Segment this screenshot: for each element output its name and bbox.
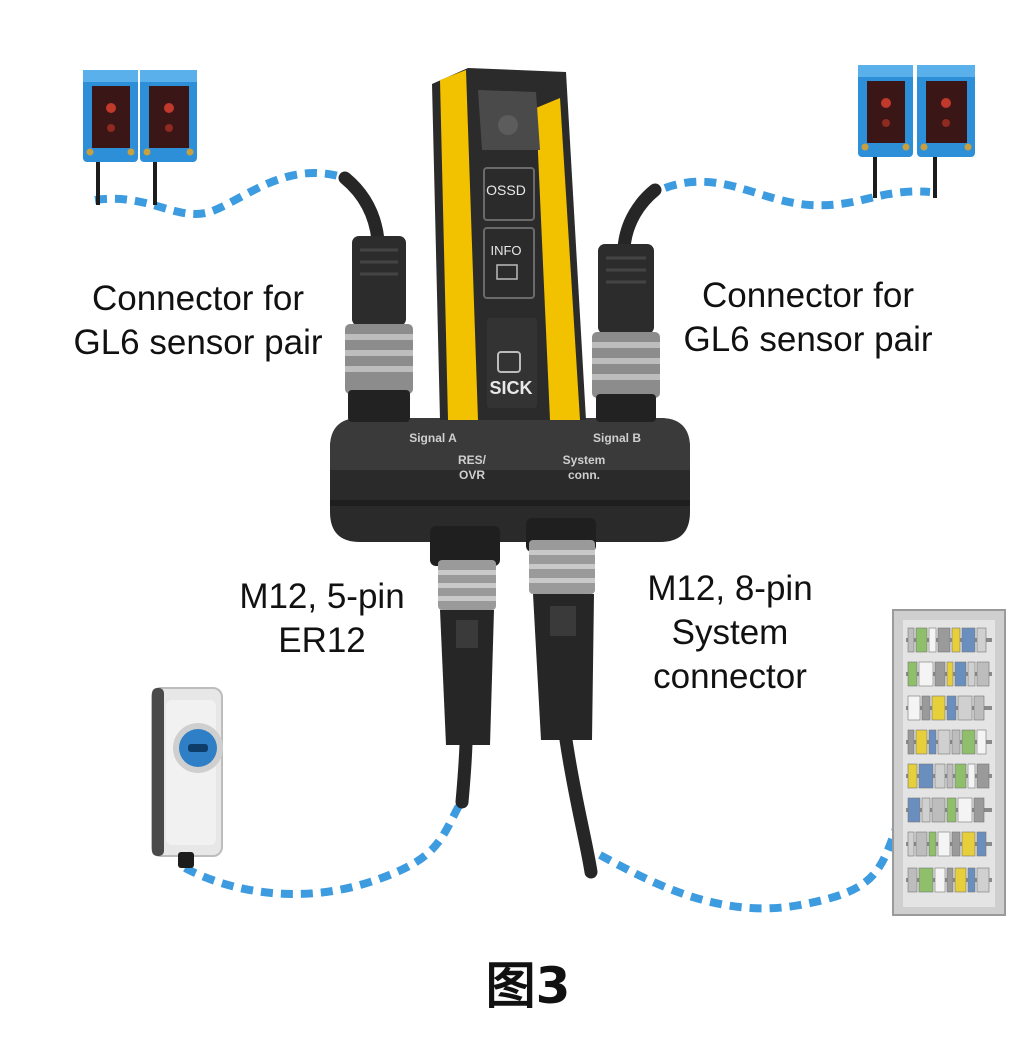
cabinet-module [954, 763, 967, 789]
cabinet-module [967, 763, 976, 789]
cabinet-module [946, 867, 954, 893]
system-port-label-line3: connector [653, 657, 807, 696]
module-yellow-stripe-right [536, 98, 580, 420]
left-connector-label-line2: GL6 sensor pair [73, 323, 322, 362]
gl6-sensor [858, 65, 913, 157]
link-right-sensors [663, 177, 931, 210]
cabinet-module [907, 763, 918, 789]
cabinet-module [907, 797, 921, 823]
right-connector-label-line1: Connector for [702, 276, 914, 315]
cabinet-module [976, 661, 990, 687]
cabinet-module [961, 831, 976, 857]
figure-caption: 图3 [486, 957, 571, 1015]
system-port-label-line2: System [672, 613, 789, 652]
cabinet-module [907, 695, 921, 721]
gl6-sensor-pair-icon [83, 70, 197, 205]
system-conn-label-line2: conn. [568, 468, 600, 482]
cabinet-module [934, 661, 946, 687]
cabinet-module [976, 867, 990, 893]
link-control-cabinet [598, 810, 906, 913]
cabinet-module [928, 831, 937, 857]
cabinet-module [937, 627, 951, 653]
cabinet-module [915, 627, 928, 653]
cabinet-module [951, 729, 961, 755]
signal-b-cable [617, 183, 662, 255]
right-connector-label-line2: GL6 sensor pair [683, 320, 932, 359]
control-cabinet-icon [892, 609, 1006, 916]
cabinet-module [957, 695, 973, 721]
cabinet-module [973, 695, 985, 721]
cabinet-module [961, 627, 976, 653]
cabinet-module [976, 763, 990, 789]
cabinet-module [954, 867, 967, 893]
cabinet-module [921, 797, 931, 823]
cabinet-module [937, 729, 951, 755]
info-label: INFO [490, 243, 521, 258]
link-left-sensors [94, 169, 347, 218]
left-connector-label-line1: Connector for [92, 279, 304, 318]
cabinet-module [907, 831, 915, 857]
cabinet-module [918, 763, 934, 789]
cabinet-module [946, 695, 957, 721]
brand-logo: SICK [489, 378, 532, 398]
gl6-sensor [140, 70, 197, 162]
cabinet-module [918, 661, 934, 687]
ossd-label: OSSD [486, 182, 526, 198]
system-connector [526, 518, 596, 740]
cabinet-module [934, 867, 946, 893]
safety-controller-icon: OSSD INFO SICK Signal A Signal B RES/ OV… [330, 68, 690, 745]
cabinet-module [934, 763, 946, 789]
system-port-label-line1: M12, 8-pin [647, 569, 812, 608]
res-ovr-connector [430, 526, 500, 745]
cabinet-module [976, 627, 987, 653]
cabinet-module [937, 831, 951, 857]
cabinet-module [946, 763, 954, 789]
cabinet-module [951, 831, 961, 857]
res-ovr-cable [455, 737, 473, 809]
signal-a-label: Signal A [409, 431, 457, 445]
cabinet-module [946, 661, 954, 687]
signal-a-cable [338, 171, 385, 247]
key-switch-icon [151, 687, 223, 868]
gl6-sensor-pair-icon [858, 65, 975, 198]
cabinet-module [921, 695, 931, 721]
signal-a-connector [345, 236, 413, 422]
cabinet-module [907, 661, 918, 687]
cabinet-module [928, 729, 937, 755]
cabinet-module [928, 627, 937, 653]
cabinet-module [967, 661, 976, 687]
cabinet-module [954, 661, 967, 687]
cabinet-module [961, 729, 976, 755]
cabinet-module [907, 867, 918, 893]
gl6-sensor [83, 70, 138, 162]
module-yellow-stripe-left [440, 70, 478, 420]
link-key-switch [183, 798, 466, 899]
cabinet-module [946, 797, 957, 823]
cabinet-module [907, 729, 915, 755]
cabinet-module [951, 627, 961, 653]
nfc-icon [497, 351, 521, 373]
cabinet-module [931, 695, 946, 721]
cabinet-module [976, 831, 987, 857]
system-conn-label-line1: System [563, 453, 606, 467]
cabinet-module [967, 867, 976, 893]
cabinet-module [915, 729, 928, 755]
signal-b-connector [592, 244, 660, 422]
res-port-label-line2: ER12 [278, 621, 366, 660]
cabinet-module [907, 627, 915, 653]
res-ovr-label-line2: OVR [459, 468, 485, 482]
res-ovr-label-line1: RES/ [458, 453, 487, 467]
cabinet-module [918, 867, 934, 893]
cabinet-module [957, 797, 973, 823]
cabinet-module [973, 797, 985, 823]
res-port-label-line1: M12, 5-pin [239, 577, 404, 616]
gl6-sensor [917, 65, 975, 157]
cabinet-module [915, 831, 928, 857]
signal-b-label: Signal B [593, 431, 641, 445]
info-symbol-icon [496, 264, 518, 280]
cabinet-module [976, 729, 987, 755]
system-cable [559, 733, 598, 879]
cabinet-module [931, 797, 946, 823]
